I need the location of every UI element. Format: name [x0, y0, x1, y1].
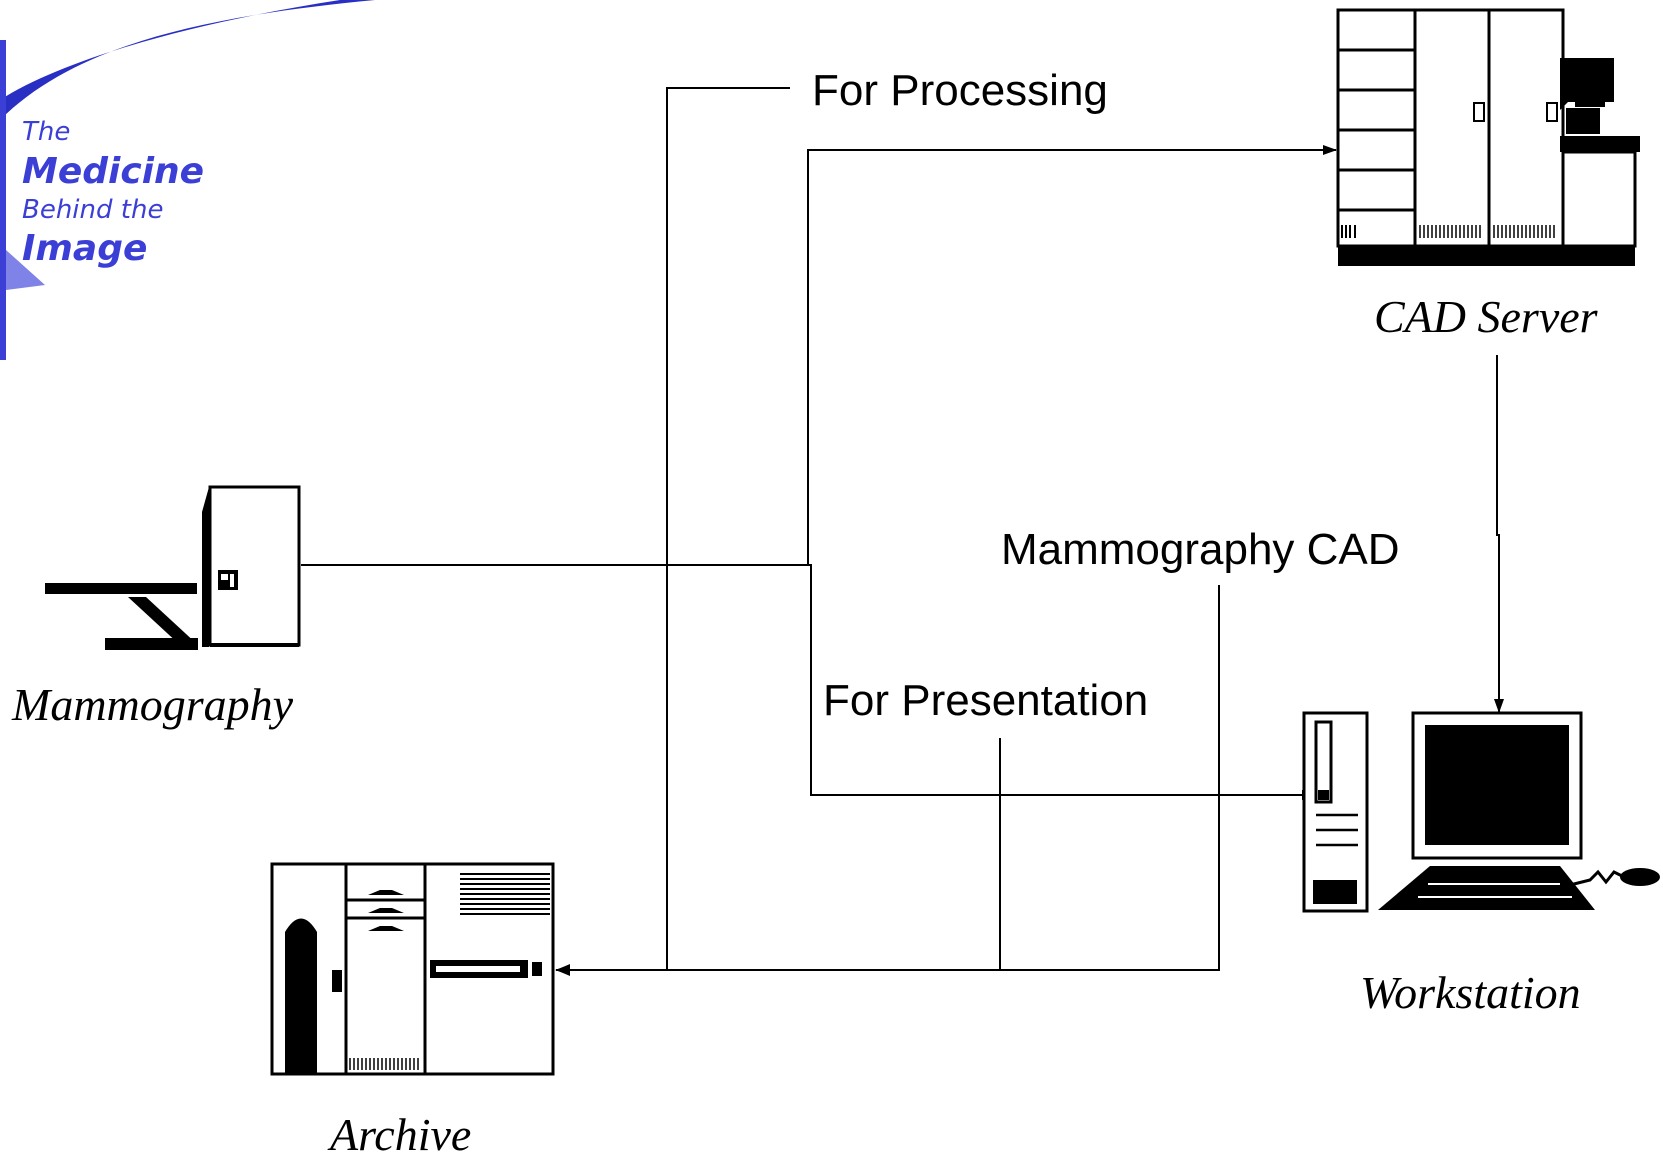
processing-to-archive-line	[667, 88, 790, 970]
processing-to-cad-line	[808, 150, 1336, 565]
archive-label: Archive	[327, 1109, 471, 1156]
logo-line-image: Image	[22, 228, 147, 269]
cad-server-icon	[1338, 10, 1640, 266]
archive-double-arrow	[556, 964, 570, 976]
mammography-label: Mammography	[11, 679, 294, 730]
cad-to-workstation-line	[1497, 355, 1499, 712]
for-presentation-label: For Presentation	[823, 676, 1148, 725]
workstation-icon	[1304, 713, 1660, 911]
logo-line-the: The	[22, 117, 70, 147]
workstation-label: Workstation	[1360, 967, 1581, 1018]
cad-results-to-archive-line	[556, 585, 1219, 970]
cad-server-label: CAD Server	[1374, 291, 1599, 342]
logo-line-behind: Behind the	[22, 195, 163, 225]
for-processing-label: For Processing	[812, 66, 1108, 115]
mammography-cad-label: Mammography CAD	[1001, 525, 1400, 574]
mammography-device-icon	[45, 487, 299, 650]
logo-swoosh	[0, 0, 375, 120]
archive-icon	[272, 864, 553, 1074]
logo: The Medicine Behind the Image	[0, 0, 375, 360]
logo-bar	[0, 40, 6, 360]
logo-line-medicine: Medicine	[22, 151, 204, 192]
